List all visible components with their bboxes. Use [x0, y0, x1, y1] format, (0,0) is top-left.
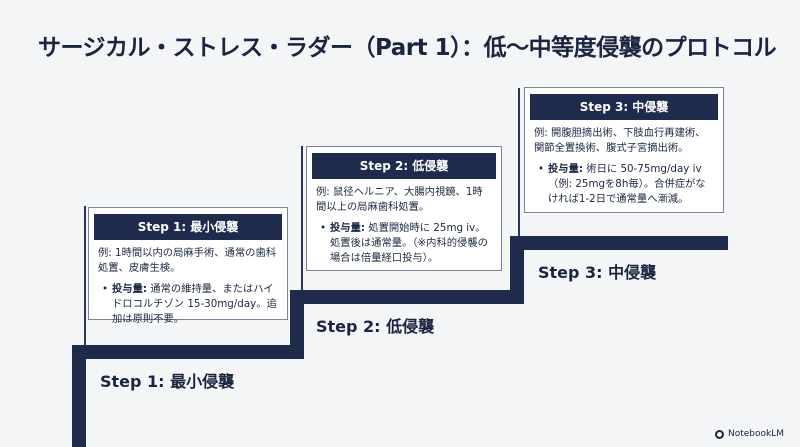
bullet-icon: • — [102, 282, 109, 295]
step-3-card: Step 3: 中侵襲 例: 開腹胆摘出術、下肢血行再建術、関節全置換術、腹式子… — [524, 87, 724, 213]
stair-label-step-1: Step 1: 最小侵襲 — [100, 372, 235, 391]
card-connector-2 — [301, 146, 303, 291]
step-2-card: Step 2: 低侵襲 例: 鼠径ヘルニア、大腸内視鏡、1時間以上の局麻歯科処置… — [306, 146, 502, 271]
brand-watermark: NotebookLM — [714, 429, 784, 439]
step-1-dose-text: 通常の維持量、またはハイドロコルチゾン 15-30mg/day。追加は原則不要。 — [112, 282, 277, 325]
step-2-card-header: Step 2: 低侵襲 — [312, 153, 496, 179]
notebooklm-logo-icon — [714, 429, 724, 439]
step-1-dose-label: 投与量: — [112, 282, 148, 295]
step-3-dose-label: 投与量: — [548, 162, 584, 175]
step-2-example: 例: 鼠径ヘルニア、大腸内視鏡、1時間以上の局麻歯科処置。 — [316, 186, 483, 213]
step-1-example: 例: 1時間以内の局麻手術、通常の歯科処置、皮膚生検。 — [98, 247, 277, 274]
bullet-icon: • — [320, 221, 327, 234]
card-connector-3 — [518, 88, 520, 237]
brand-name: NotebookLM — [727, 429, 784, 439]
step-3-dose-text: 術日に 50-75mg/day iv（例: 25mgを8h毎）。合併症がなければ… — [548, 162, 706, 205]
stair-label-step-2: Step 2: 低侵襲 — [316, 317, 435, 336]
step-1-card-header: Step 1: 最小侵襲 — [94, 214, 282, 240]
step-3-card-header: Step 3: 中侵襲 — [530, 94, 718, 120]
bullet-icon: • — [538, 162, 545, 175]
step-2-dose-label: 投与量: — [330, 221, 366, 234]
step-3-example: 例: 開腹胆摘出術、下肢血行再建術、関節全置換術、腹式子宮摘出術。 — [534, 127, 706, 154]
slide-title: サージカル・ストレス・ラダー（Part 1）：低〜中等度侵襲のプロトコル — [38, 35, 777, 61]
step-1-card: Step 1: 最小侵襲 例: 1時間以内の局麻手術、通常の歯科処置、皮膚生検。… — [88, 207, 288, 325]
stair-label-step-3: Step 3: 中侵襲 — [538, 263, 657, 282]
card-connector-1 — [84, 206, 86, 346]
step-2-dose-text: 処置開始時に 25mg iv。処置後は通常量。（※内科的侵襲の場合は倍量経口投与… — [330, 221, 488, 264]
